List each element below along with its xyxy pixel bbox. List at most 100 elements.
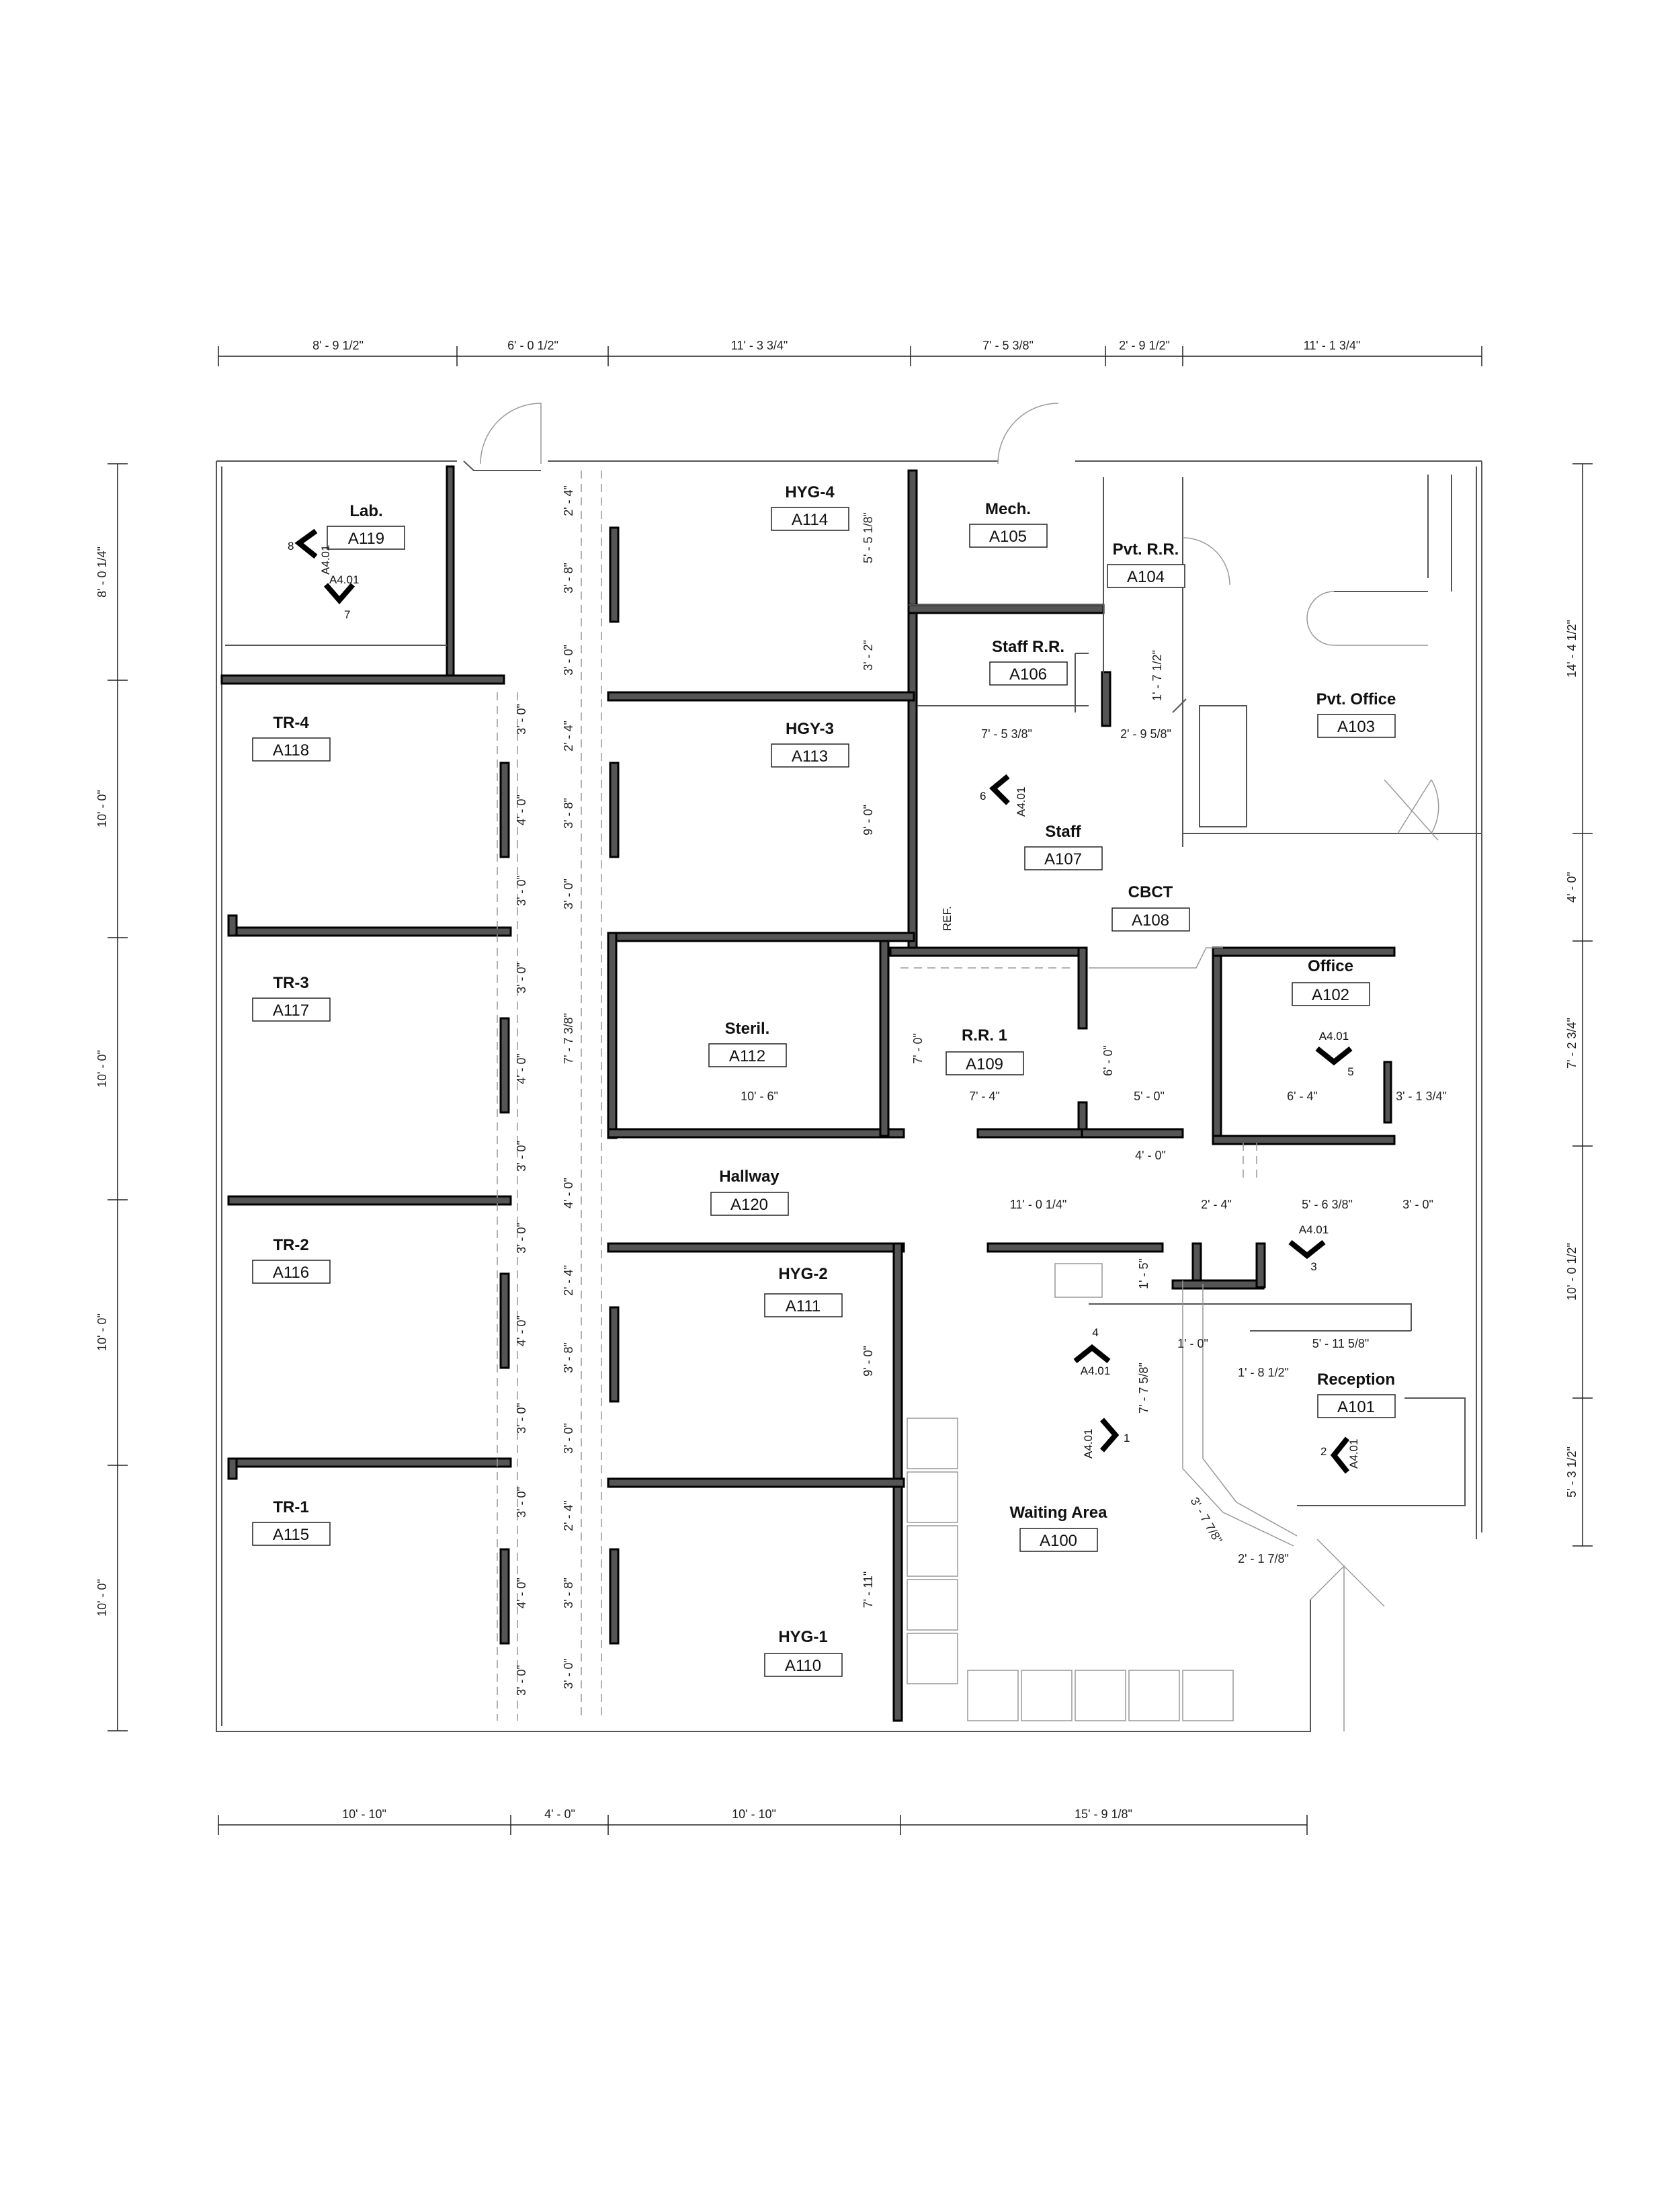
room-tag-tr2: A116	[273, 1264, 309, 1282]
room-name-tr3: TR-3	[273, 974, 308, 992]
label-51: 4' - 0"	[515, 794, 528, 825]
label-3: 7	[344, 608, 350, 621]
label-80: 5' - 6 3/8"	[1302, 1198, 1353, 1211]
label-4: 6	[980, 790, 986, 803]
label-52: 3' - 0"	[515, 875, 528, 906]
room-name-tr2: TR-2	[273, 1236, 308, 1254]
label-36: 2' - 4"	[562, 485, 575, 516]
label-78: 11' - 0 1/4"	[1010, 1198, 1067, 1211]
label-8: 4	[1092, 1326, 1098, 1339]
room-name-hyg1: HYG-1	[778, 1628, 827, 1646]
room-tag-tr4: A118	[273, 741, 309, 760]
label-33: 7' - 2 3/4"	[1565, 1018, 1579, 1069]
label-5: A4.01	[1015, 787, 1027, 817]
label-28: 10' - 0"	[95, 1050, 109, 1088]
room-name-hyg2: HYG-2	[778, 1265, 827, 1283]
label-15: A4.01	[1082, 1429, 1095, 1459]
label-47: 2' - 4"	[562, 1500, 575, 1531]
label-40: 3' - 8"	[562, 798, 575, 829]
label-21: 11' - 1 3/4"	[1304, 339, 1361, 352]
exterior-walls	[216, 403, 1482, 1732]
waiting-chairs	[907, 1418, 1234, 1721]
label-26: 8' - 0 1/4"	[95, 546, 109, 598]
label-66: 7' - 11"	[862, 1571, 875, 1608]
room-name-steril: Steril.	[725, 1020, 770, 1038]
room-tag-rr1: A109	[966, 1055, 1003, 1073]
section-markers: 8 A4.01 A4.01 7 6 A4.01 A4.01 5 4 A4.01 …	[288, 528, 1360, 1474]
label-34: 10' - 0 1/2"	[1565, 1243, 1579, 1301]
label-13: A4.01	[1347, 1439, 1360, 1469]
label-44: 2' - 4"	[562, 1265, 575, 1296]
room-tag-pvtoffice: A103	[1337, 718, 1375, 736]
ref-label: REF.	[941, 906, 954, 931]
label-6: A4.01	[1319, 1030, 1349, 1043]
label-86: 7' - 7 5/8"	[1137, 1362, 1150, 1414]
label-16: 8' - 9 1/2"	[312, 339, 364, 352]
label-64: 9' - 0"	[862, 805, 875, 835]
label-12: 2	[1320, 1445, 1327, 1458]
label-0: 8	[288, 540, 294, 553]
room-name-office: Office	[1308, 957, 1353, 975]
label-20: 2' - 9 1/2"	[1119, 339, 1170, 352]
room-name-pvtoffice: Pvt. Office	[1316, 690, 1396, 708]
room-name-waiting: Waiting Area	[1010, 1504, 1108, 1522]
partitions	[225, 475, 1482, 1547]
label-37: 3' - 8"	[562, 563, 575, 594]
label-22: 10' - 10"	[342, 1807, 386, 1821]
label-71: 7' - 0"	[911, 1033, 925, 1064]
room-name-reception: Reception	[1317, 1371, 1395, 1389]
label-82: 1' - 5"	[1137, 1258, 1150, 1289]
room-name-cbct: CBCT	[1128, 883, 1173, 901]
label-14: 1	[1124, 1432, 1130, 1444]
label-70: 10' - 6"	[741, 1090, 778, 1103]
label-53: 3' - 0"	[515, 963, 528, 993]
label-35: 5' - 3 1/2"	[1565, 1446, 1579, 1498]
label-38: 3' - 0"	[562, 645, 575, 676]
room-tag-hgy3: A113	[792, 747, 828, 766]
label-87: 3' - 7 7/8"	[1188, 1495, 1225, 1546]
label-30: 10' - 0"	[95, 1579, 109, 1617]
label-25: 15' - 9 1/8"	[1075, 1807, 1132, 1821]
label-24: 10' - 10"	[732, 1807, 776, 1821]
label-17: 6' - 0 1/2"	[507, 339, 558, 352]
label-79: 2' - 4"	[1201, 1198, 1232, 1211]
label-68: 1' - 7 1/2"	[1150, 650, 1164, 701]
label-83: 1' - 0"	[1177, 1337, 1208, 1350]
label-84: 5' - 11 5/8"	[1312, 1337, 1370, 1350]
room-tag-mech: A105	[989, 528, 1027, 546]
label-72: 7' - 4"	[969, 1090, 1000, 1103]
label-39: 2' - 4"	[562, 721, 575, 751]
room-name-pvtrr: Pvt. R.R.	[1113, 540, 1179, 559]
label-29: 10' - 0"	[95, 1313, 109, 1351]
room-name-hgy3: HGY-3	[786, 720, 834, 738]
room-tag-hallway: A120	[730, 1196, 768, 1214]
room-tag-hyg1: A110	[785, 1657, 821, 1675]
room-name-lab: Lab.	[349, 502, 382, 520]
label-42: 7' - 7 3/8"	[562, 1013, 575, 1064]
label-41: 3' - 0"	[562, 879, 575, 909]
label-18: 11' - 3 3/4"	[731, 339, 788, 352]
label-2: A4.01	[329, 573, 359, 586]
room-tag-hyg2: A111	[786, 1297, 821, 1315]
room-name-staff: Staff	[1045, 823, 1081, 841]
room-tag-tr3: A117	[273, 1002, 309, 1020]
label-75: 6' - 4"	[1287, 1090, 1318, 1103]
label-50: 3' - 0"	[515, 704, 528, 735]
label-7: 5	[1347, 1065, 1353, 1078]
label-32: 4' - 0"	[1565, 872, 1579, 903]
room-tag-tr1: A115	[273, 1526, 309, 1544]
label-43: 4' - 0"	[562, 1178, 575, 1209]
room-name-mech: Mech.	[985, 500, 1031, 518]
room-tag-pvtrr: A104	[1127, 568, 1165, 586]
label-63: 3' - 2"	[862, 640, 875, 671]
room-tag-lab: A119	[348, 530, 384, 548]
room-name-hyg4: HYG-4	[785, 483, 835, 501]
room-tag-office: A102	[1312, 986, 1349, 1004]
label-55: 3' - 0"	[515, 1141, 528, 1172]
room-name-tr1: TR-1	[273, 1498, 308, 1516]
label-31: 14' - 4 1/2"	[1565, 620, 1579, 678]
label-62: 5' - 5 1/8"	[862, 512, 875, 563]
room-name-rr1: R.R. 1	[962, 1026, 1007, 1045]
label-23: 4' - 0"	[544, 1807, 575, 1821]
